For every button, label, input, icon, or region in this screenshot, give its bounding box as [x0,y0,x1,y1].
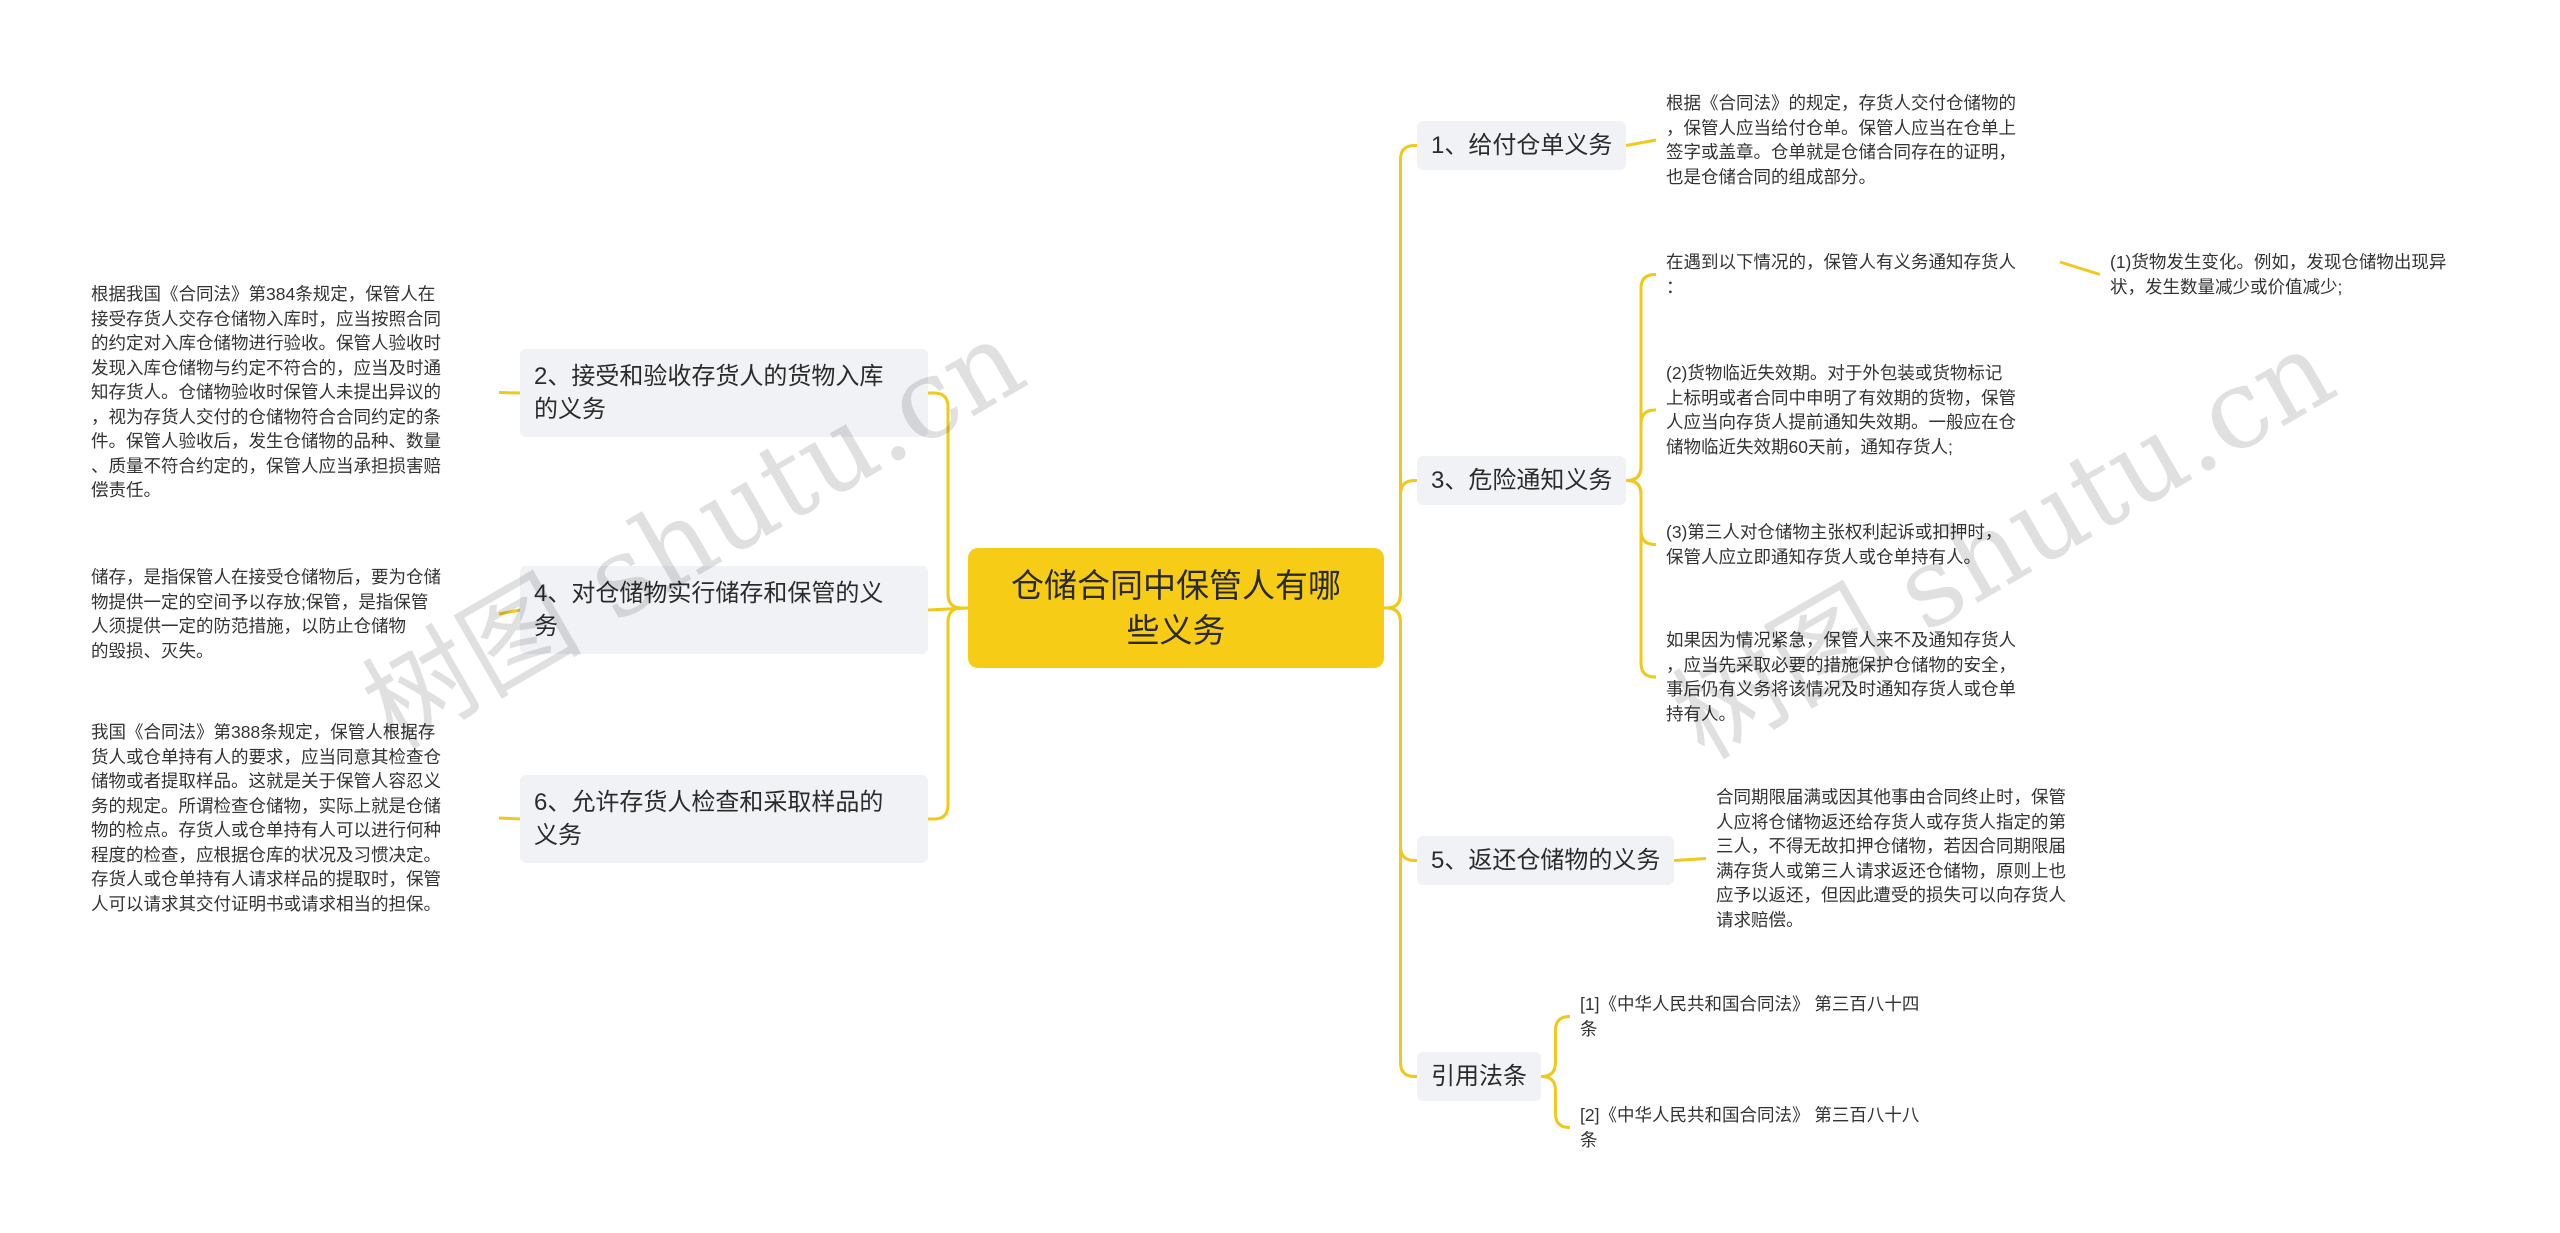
branch-label: 引用法条 [1431,1063,1527,1090]
detail-storage: 储存，是指保管人在接受仓储物后，要为仓储 物提供一定的空间予以存放;保管，是指保… [91,567,441,661]
detail-article-388: [2]《中华人民共和国合同法》 第三百八十八 条 [1580,1105,1920,1150]
branch-label: 6、允许存货人检查和采取样品的 义务 [534,789,884,849]
branch-connector [1626,479,1656,679]
detail-goods-change: (1)货物发生变化。例如，发现仓储物出现异 状，发生数量减少或价值减少; [2110,252,2447,297]
branch-label: 5、返还仓储物的义务 [1431,847,1661,874]
root-connector [1384,479,1417,610]
branch-connector [1625,138,1657,147]
detail-acceptance: 根据我国《合同法》第384条规定，保管人在 接受存货人交存仓储物入库时，应当按照… [91,284,441,500]
root-connector [1384,606,1417,1078]
detail-third-party-claim: (3)第三人对仓储物主张权利起诉或扣押时， 保管人应立即通知存货人或仓单持有人。 [1666,522,2003,567]
root-topic-label: 仓储合同中保管人有哪些义务 [1011,567,1341,649]
branch-connector [2059,260,2101,276]
branch-connector [1673,857,1707,862]
branch-label: 2、接受和验收存货人的货物入库 的义务 [534,363,884,423]
branch-inspection-and-acceptance[interactable]: 2、接受和验收存货人的货物入库 的义务 [520,349,928,437]
detail-receipt: 根据《合同法》的规定，存货人交付仓储物的 ，保管人应当给付仓单。保管人应当在仓单… [1666,93,2016,187]
branch-allow-inspection-and-samples[interactable]: 6、允许存货人检查和采取样品的 义务 [520,775,928,863]
branch-connector [498,391,521,395]
detail-notice-intro: 在遇到以下情况的，保管人有义务通知存货人 ： [1666,252,2016,297]
detail-return: 合同期限届满或因其他事由合同终止时，保管 人应将仓储物返还给存货人或存货人指定的… [1716,787,2066,930]
branch-connector [1541,1015,1570,1078]
root-connector [928,606,968,821]
branch-return-of-goods[interactable]: 5、返还仓储物的义务 [1417,836,1675,885]
detail-emergency: 如果因为情况紧急，保管人来不及通知存货人 ，应当先采取必要的措施保护仓储物的安全… [1666,630,2016,724]
branch-connector [1626,408,1656,482]
branch-connector [498,816,521,821]
branch-cited-articles[interactable]: 引用法条 [1417,1052,1541,1101]
detail-expiry: (2)货物临近失效期。对于外包装或货物标记 上标明或者合同中申明了有效期的货物，… [1666,363,2016,457]
root-connector [928,391,968,610]
branch-connector [1541,1075,1570,1129]
branch-danger-notification[interactable]: 3、危险通知义务 [1417,456,1627,505]
branch-storage-and-custody[interactable]: 4、对仓储物实行储存和保管的义 务 [520,566,928,654]
detail-article-384: [1]《中华人民共和国合同法》 第三百八十四 条 [1580,994,1920,1039]
branch-label: 4、对仓储物实行储存和保管的义 务 [534,580,884,640]
detail-inspection: 我国《合同法》第388条规定，保管人根据存 货人或仓单持有人的要求，应当同意其检… [91,722,441,914]
branch-payment-of-warehouse-receipt[interactable]: 1、给付仓单义务 [1417,121,1627,170]
root-topic[interactable]: 仓储合同中保管人有哪些义务 [968,548,1384,668]
branch-connector [498,608,521,616]
branch-label: 1、给付仓单义务 [1431,132,1613,159]
branch-label: 3、危险通知义务 [1431,467,1613,494]
